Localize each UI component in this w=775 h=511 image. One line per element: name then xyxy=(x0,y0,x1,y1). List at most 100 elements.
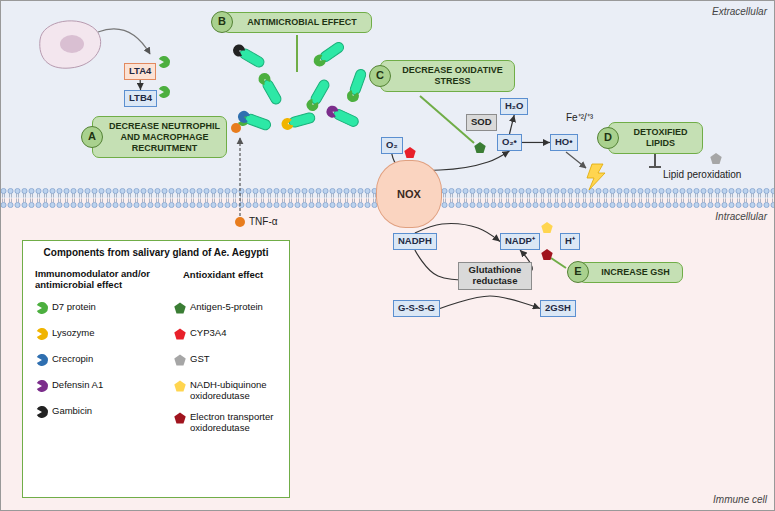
dashed-arrow xyxy=(239,138,240,216)
legend-text: Defensin A1 xyxy=(52,380,172,391)
legend-entry: Defensin A1 xyxy=(52,380,172,391)
node-label: SOD xyxy=(471,117,492,128)
legend-symbol xyxy=(37,328,48,340)
legend-entry: Crecropin xyxy=(52,354,172,365)
effect-callout: CDECREASE OXIDATIVE STRESS xyxy=(380,60,515,92)
effect-callout: BANTIMICROBIAL EFFECT xyxy=(222,12,372,33)
bacterium xyxy=(324,104,360,129)
legend-symbol xyxy=(173,411,187,425)
legend-symbol xyxy=(35,405,49,419)
callout-letter: B xyxy=(211,11,233,33)
node-label: O₂• xyxy=(502,137,517,148)
legend-symbol xyxy=(35,301,49,315)
connector-arrow xyxy=(509,115,514,134)
node-label: G-S-S-G xyxy=(398,303,435,314)
legend-symbol xyxy=(37,406,48,418)
legend-symbol xyxy=(174,329,185,340)
legend-text: GST xyxy=(190,354,286,365)
molecule-label: TNF-α xyxy=(249,216,278,227)
node-label: O₂ xyxy=(386,140,398,151)
tnf-alpha xyxy=(231,123,241,133)
legend-heading: Antioxidant effect xyxy=(183,269,283,280)
legend-text: Crecropin xyxy=(52,354,172,365)
tnf-alpha xyxy=(235,217,245,227)
bacterium xyxy=(256,71,272,87)
intracellular-ground xyxy=(0,198,775,511)
lipid-box: LTB4 xyxy=(124,90,157,107)
region-label: Immune cell xyxy=(713,494,767,505)
legend-entry: CYP3A4 xyxy=(190,328,286,339)
callout-text: DECREASE OXIDATIVE STRESS xyxy=(397,65,508,87)
callout-text: DETOXIFIED LIPIDS xyxy=(625,127,696,149)
molecule-box: O₂• xyxy=(497,134,522,151)
macrophage-cell xyxy=(60,35,84,53)
legend-text: NADH-ubiquinone oxidoredutase xyxy=(190,380,286,402)
effect-callout: EINCREASE GSH xyxy=(578,262,683,283)
callout-text: INCREASE GSH xyxy=(595,267,676,278)
d7-protein xyxy=(159,56,170,68)
inhibition-line xyxy=(654,154,656,167)
bacterium xyxy=(318,40,345,63)
callout-letter: A xyxy=(81,126,103,148)
legend-symbol xyxy=(174,303,185,314)
gst xyxy=(710,153,721,164)
bacterium xyxy=(280,111,316,131)
node-label: Glutathione reductase xyxy=(463,265,527,287)
effect-callout: DDETOXIFIED LIPIDS xyxy=(608,122,703,154)
legend-symbol xyxy=(174,413,185,424)
bacterium xyxy=(311,53,327,69)
nadh-ubiquinone-oxidoreductase xyxy=(541,222,552,233)
bacterium xyxy=(311,40,346,69)
legend-symbol xyxy=(37,302,48,314)
callout-letter: C xyxy=(369,65,391,87)
legend-text: Electron transporter oxidoredutase xyxy=(190,412,286,434)
bacterium xyxy=(256,71,283,106)
legend-text: D7 protein xyxy=(52,302,172,313)
callout-letter: D xyxy=(597,127,619,149)
node-label: NADP⁺ xyxy=(505,236,535,247)
legend-text: Gambicin xyxy=(52,406,172,417)
process-label: Lipid peroxidation xyxy=(663,169,741,180)
callout-letter: E xyxy=(567,261,589,283)
node-label: NADPH xyxy=(398,236,432,247)
legend-symbol xyxy=(37,380,48,392)
bacterium xyxy=(236,109,251,124)
release-arrow xyxy=(98,29,150,54)
bacterium xyxy=(345,89,360,104)
molecule-box: NADPH xyxy=(393,233,437,250)
legend-entry: Gambicin xyxy=(52,406,172,417)
node-label: HO• xyxy=(555,137,573,148)
antigen-5-protein xyxy=(474,142,485,153)
node-label: LTB4 xyxy=(129,93,152,104)
connector-arrow xyxy=(440,296,540,308)
radical-arrow xyxy=(566,152,586,168)
callout-leader xyxy=(551,258,566,268)
callout-text: ANTIMICROBIAL EFFECT xyxy=(239,17,365,28)
molecule-box: H⁺ xyxy=(560,233,580,250)
legend-symbol xyxy=(173,379,187,393)
legend-symbol xyxy=(35,327,49,341)
bacterium xyxy=(345,68,368,104)
inhibition-line xyxy=(649,166,661,168)
molecule-box: 2GSH xyxy=(540,300,576,317)
node-label: 2GSH xyxy=(545,303,571,314)
inhibition-line xyxy=(649,154,661,167)
legend-symbol xyxy=(174,355,185,366)
molecule-box: H₂O xyxy=(500,98,528,115)
enzyme-box: Glutathione reductase xyxy=(458,262,532,290)
legend-entry: GST xyxy=(190,354,286,365)
callout-text: DECREASE NEUTROPHIL AND MACROPHAGE RECRU… xyxy=(109,121,220,153)
bacterium xyxy=(280,117,294,131)
region-label: Extracellular xyxy=(712,6,767,17)
legend-symbol xyxy=(37,354,48,366)
legend-entry: Electron transporter oxidoredutase xyxy=(190,412,286,434)
callout-leader xyxy=(296,35,298,72)
legend-text: Antigen-5-protein xyxy=(190,302,286,313)
legend-frame: Components from salivary gland of Ae. Ae… xyxy=(22,240,290,498)
molecule-box: NADP⁺ xyxy=(500,233,540,250)
cyp3a4 xyxy=(404,147,415,158)
legend-symbol xyxy=(173,301,187,315)
region-label: Intracellular xyxy=(715,211,767,222)
